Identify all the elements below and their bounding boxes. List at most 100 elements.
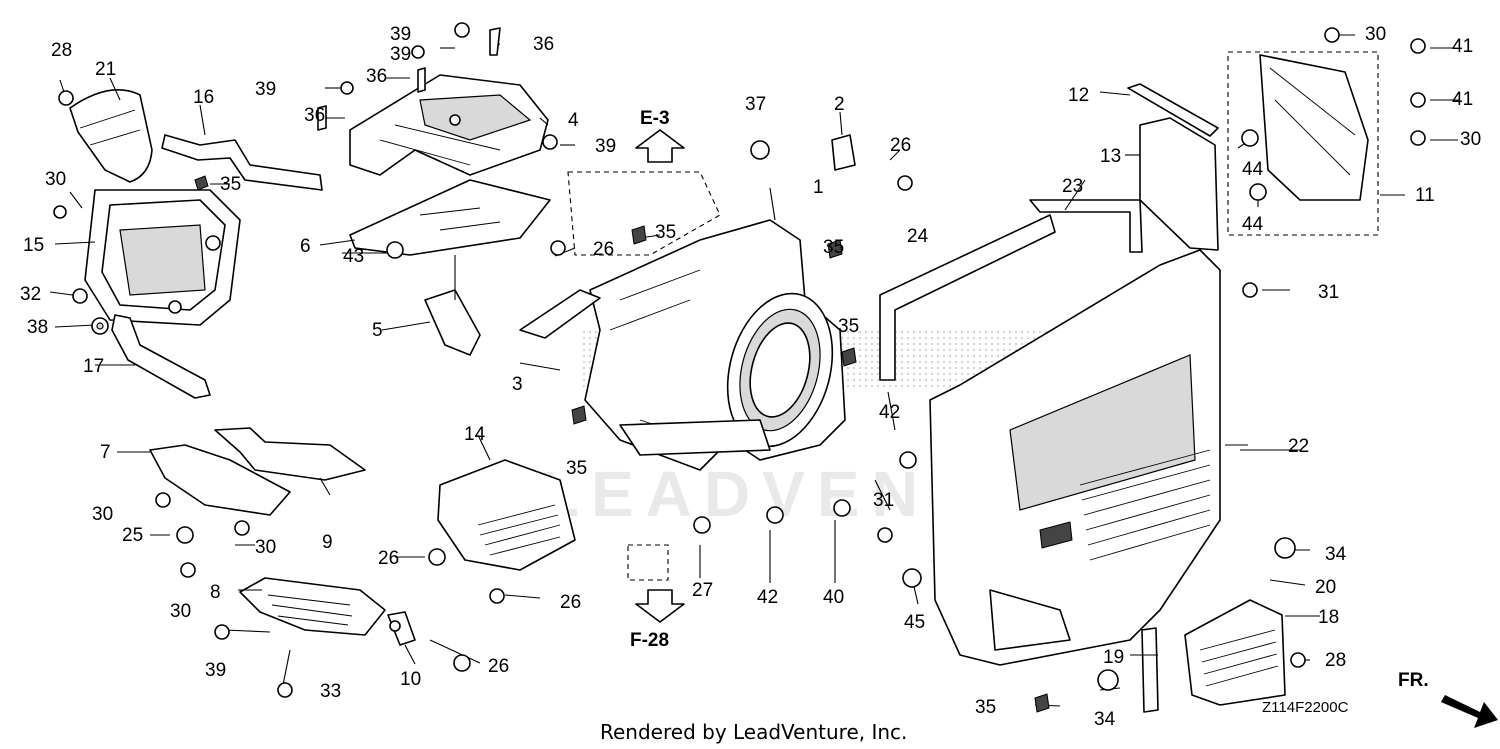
svg-text:30: 30 [92, 504, 113, 525]
part-11-frame [1227, 51, 1379, 236]
part-8-shield [239, 577, 386, 636]
svg-text:35: 35 [823, 237, 844, 258]
part-7-guard [149, 444, 291, 516]
part-14-lower-cover [437, 459, 576, 571]
svg-text:35: 35 [975, 697, 996, 718]
leader-lines [49, 34, 1460, 707]
svg-text:42: 42 [757, 587, 778, 608]
svg-text:41: 41 [1452, 36, 1473, 57]
svg-text:39: 39 [205, 660, 226, 681]
svg-text:31: 31 [1318, 282, 1339, 303]
svg-text:20: 20 [1315, 577, 1336, 598]
svg-text:32: 32 [20, 284, 41, 305]
svg-text:35: 35 [566, 458, 587, 479]
ref-box-e3 [567, 171, 721, 256]
part-13-plate [1139, 117, 1219, 251]
fasteners [53, 22, 1426, 713]
svg-text:39: 39 [390, 44, 411, 65]
part-6-plate [349, 179, 551, 256]
svg-text:15: 15 [23, 235, 44, 256]
svg-text:41: 41 [1452, 89, 1473, 110]
callout-labels-repeated: 30 30 30 30 30 28 35 35 35 35 35 36 36 3… [92, 24, 1481, 730]
svg-text:31: 31 [873, 490, 894, 511]
svg-text:6: 6 [300, 236, 311, 257]
svg-text:30: 30 [255, 537, 276, 558]
svg-text:26: 26 [378, 548, 399, 569]
part-9-plate [214, 427, 366, 481]
svg-text:26: 26 [593, 239, 614, 260]
svg-text:2: 2 [834, 94, 845, 115]
part-3-strap [519, 289, 601, 339]
svg-text:36: 36 [533, 34, 554, 55]
svg-text:35: 35 [655, 222, 676, 243]
svg-text:33: 33 [320, 681, 341, 702]
svg-text:37: 37 [745, 94, 766, 115]
part-12-strip [1127, 83, 1219, 137]
part-5-clip [424, 255, 481, 356]
svg-text:25: 25 [122, 525, 143, 546]
svg-text:43: 43 [343, 246, 364, 267]
svg-text:4: 4 [568, 110, 579, 131]
svg-text:22: 22 [1288, 436, 1309, 457]
svg-text:28: 28 [51, 40, 72, 61]
svg-text:23: 23 [1062, 176, 1083, 197]
ref-box-f28 [627, 544, 669, 581]
part-4-upper-cover [349, 74, 549, 176]
part-11-cover [1259, 54, 1369, 201]
svg-text:44: 44 [1242, 214, 1264, 235]
part-16-strap [161, 134, 323, 191]
svg-text:35: 35 [838, 316, 859, 337]
svg-text:24: 24 [907, 226, 929, 247]
svg-text:8: 8 [210, 582, 221, 603]
svg-text:14: 14 [464, 424, 486, 445]
svg-text:39: 39 [255, 79, 276, 100]
svg-text:1: 1 [813, 177, 824, 198]
svg-text:34: 34 [1325, 544, 1347, 565]
svg-text:39: 39 [390, 24, 411, 45]
svg-text:30: 30 [170, 601, 191, 622]
svg-text:3: 3 [512, 374, 523, 395]
svg-text:35: 35 [220, 174, 241, 195]
svg-text:10: 10 [400, 669, 421, 690]
part-24-seal [879, 214, 1056, 381]
svg-text:16: 16 [193, 87, 214, 108]
footer-credit: Rendered by LeadVenture, Inc. [600, 720, 907, 744]
part-19-strip [1141, 627, 1159, 713]
svg-text:44: 44 [1242, 159, 1264, 180]
svg-text:36: 36 [304, 105, 325, 126]
svg-text:45: 45 [904, 612, 925, 633]
svg-text:7: 7 [100, 442, 111, 463]
svg-text:21: 21 [95, 59, 116, 80]
svg-text:28: 28 [1325, 650, 1346, 671]
part-18-grille [1184, 599, 1286, 706]
part-22-side-panel [929, 249, 1221, 666]
part-1-fan-housing [584, 219, 846, 471]
svg-text:12: 12 [1068, 85, 1089, 106]
svg-text:34: 34 [1094, 709, 1116, 730]
svg-text:42: 42 [879, 402, 900, 423]
svg-text:19: 19 [1103, 647, 1124, 668]
svg-text:39: 39 [595, 136, 616, 157]
part-17-strap [111, 314, 211, 399]
svg-text:27: 27 [692, 580, 713, 601]
svg-text:38: 38 [27, 317, 48, 338]
front-direction-arrow: FR. [1398, 670, 1498, 728]
svg-text:30: 30 [45, 169, 66, 190]
svg-text:F-28: F-28 [630, 630, 669, 651]
svg-text:30: 30 [1365, 24, 1386, 45]
svg-text:36: 36 [366, 66, 387, 87]
svg-text:FR.: FR. [1398, 670, 1429, 691]
svg-text:40: 40 [823, 587, 844, 608]
callout-labels: 1 2 3 4 5 6 7 8 9 10 11 12 13 14 15 16 1… [20, 24, 1473, 718]
svg-text:18: 18 [1318, 607, 1339, 628]
svg-text:30: 30 [1460, 129, 1481, 150]
svg-text:5: 5 [372, 320, 383, 341]
part-15-bracket [84, 189, 241, 326]
part-21-cover [69, 88, 153, 183]
svg-text:26: 26 [560, 592, 581, 613]
svg-text:17: 17 [83, 356, 104, 377]
diagram-code: Z114F2200C [1262, 699, 1349, 716]
svg-text:11: 11 [1415, 185, 1435, 206]
svg-text:9: 9 [322, 532, 333, 553]
